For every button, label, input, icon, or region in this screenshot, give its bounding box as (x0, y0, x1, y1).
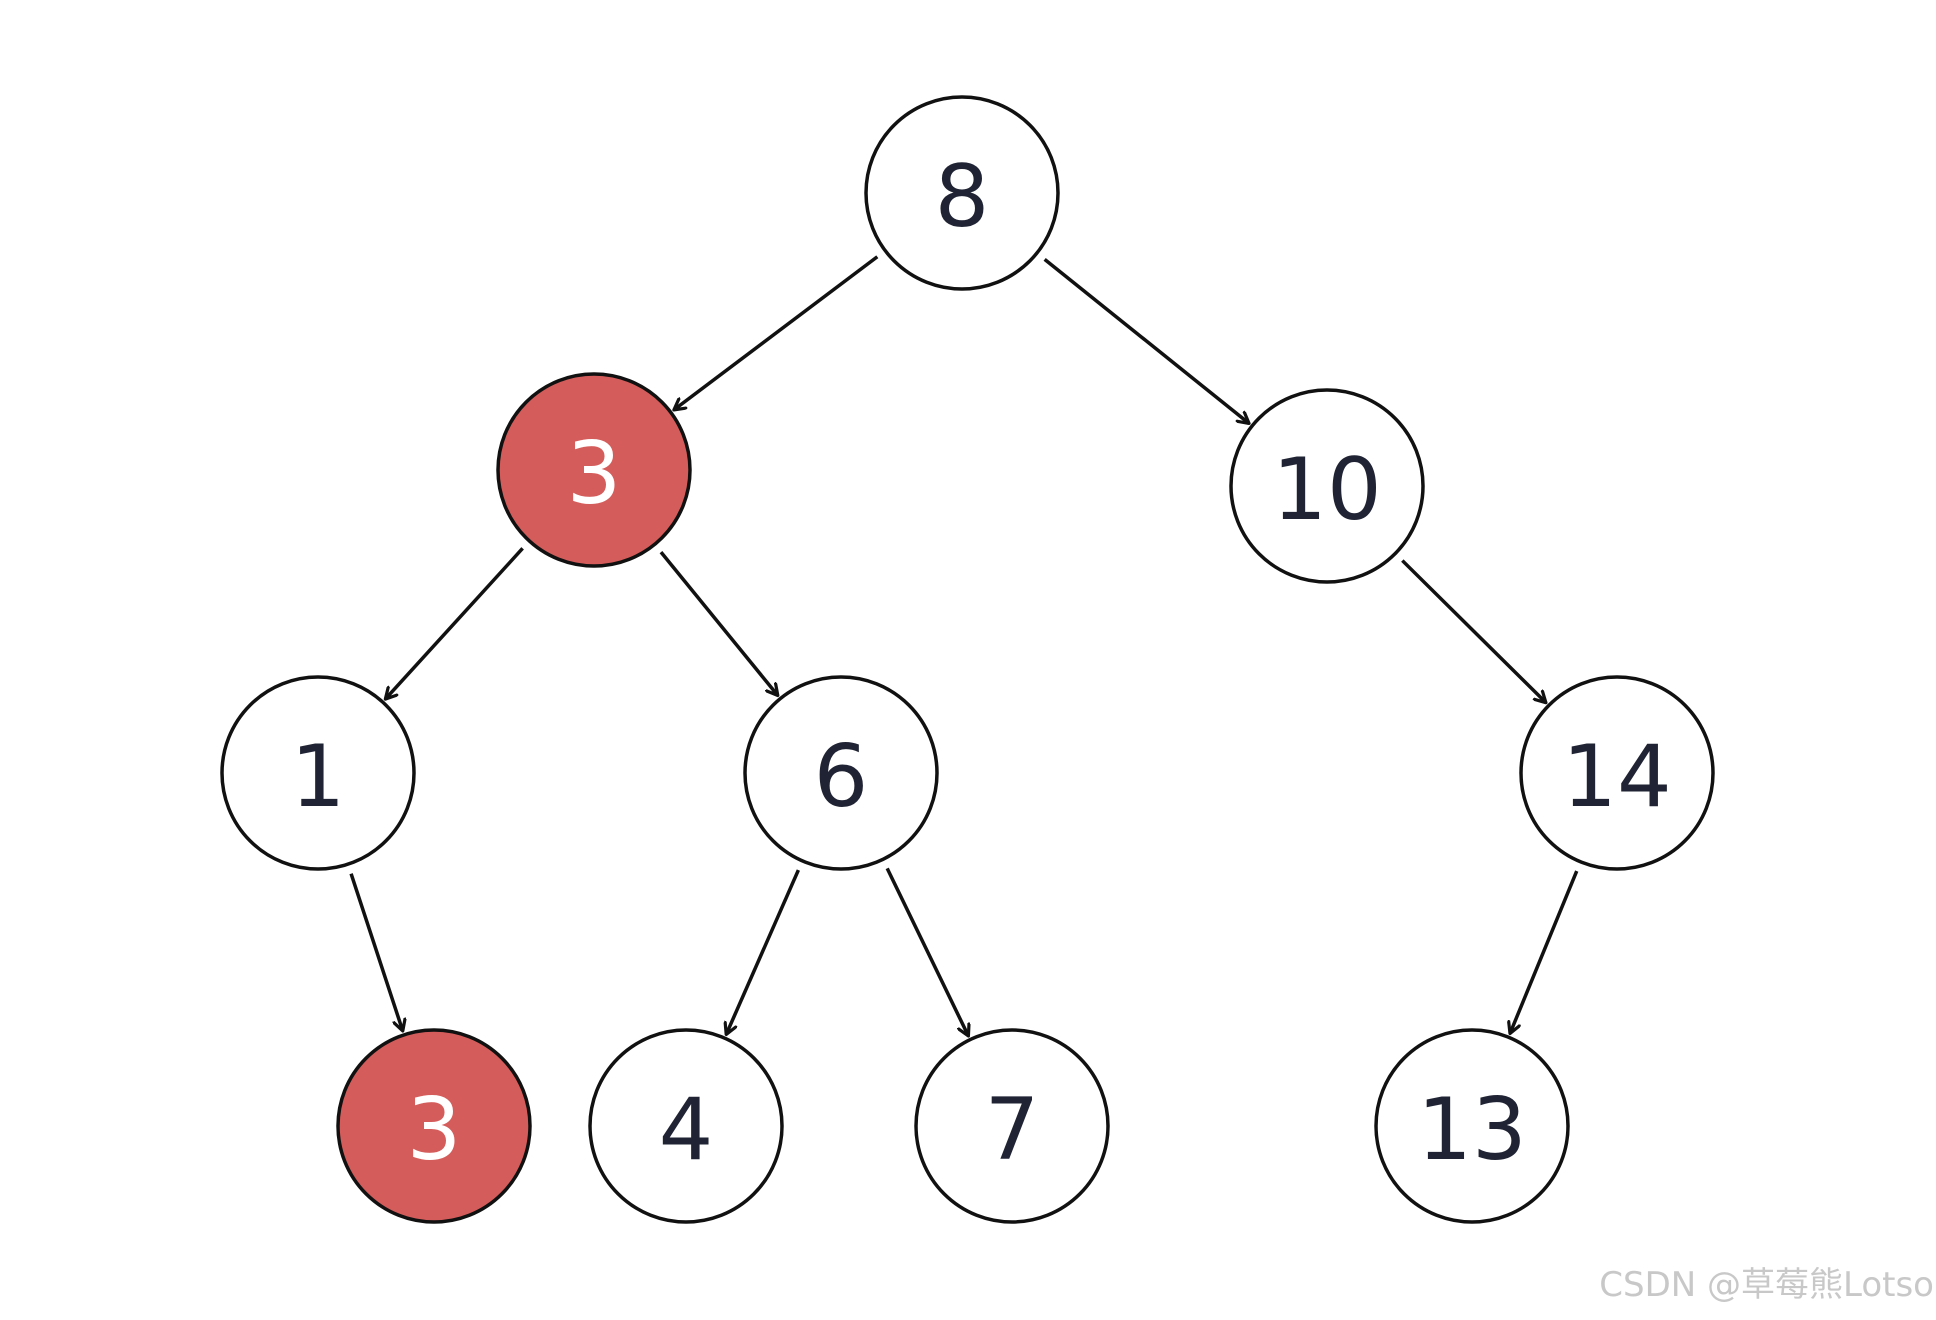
edges-layer (349, 255, 1579, 1036)
highlighted-node-circle (496, 372, 692, 568)
node-label: 14 (1562, 727, 1671, 827)
tree-node-n13: 13 (1374, 1028, 1570, 1224)
nodes-layer: 8 3 10 1 6 14 3 4 7 13 (220, 95, 1715, 1224)
edge-arrow-n8-to-n10 (1043, 257, 1249, 423)
edge-arrow-n1-to-n3b (349, 873, 403, 1031)
node-circle (1229, 388, 1425, 584)
node-label: 10 (1272, 440, 1381, 540)
tree-node-n3b: 3 (336, 1028, 532, 1224)
node-label: 3 (407, 1080, 462, 1180)
node-circle (864, 95, 1060, 291)
edge-arrow-n3a-to-n1 (385, 547, 524, 699)
node-label: 4 (659, 1080, 714, 1180)
node-label: 1 (291, 727, 346, 827)
node-circle (588, 1028, 784, 1224)
node-label: 6 (814, 727, 869, 827)
tree-node-n3a: 3 (496, 372, 692, 568)
node-circle (1519, 675, 1715, 871)
highlighted-node-circle (336, 1028, 532, 1224)
node-label: 8 (935, 147, 990, 247)
node-label: 3 (567, 424, 622, 524)
edge-arrow-n8-to-n3a (674, 255, 879, 410)
tree-node-n6: 6 (743, 675, 939, 871)
tree-node-n8: 8 (864, 95, 1060, 291)
node-circle (743, 675, 939, 871)
node-circle (1374, 1028, 1570, 1224)
node-circle (914, 1028, 1110, 1224)
tree-node-n4: 4 (588, 1028, 784, 1224)
edge-arrow-n3a-to-n6 (659, 551, 778, 695)
tree-node-n1: 1 (220, 675, 416, 871)
edge-arrow-n10-to-n14 (1401, 559, 1546, 703)
edge-arrow-n6-to-n7 (885, 867, 968, 1036)
node-circle (220, 675, 416, 871)
node-label: 13 (1417, 1080, 1526, 1180)
edge-arrow-n14-to-n13 (1510, 870, 1579, 1033)
edge-arrow-n6-to-n4 (726, 869, 800, 1034)
node-label: 7 (985, 1080, 1040, 1180)
tree-node-n10: 10 (1229, 388, 1425, 584)
watermark-text: CSDN @草莓熊Lotso (1599, 1265, 1934, 1305)
tree-node-n14: 14 (1519, 675, 1715, 871)
tree-node-n7: 7 (914, 1028, 1110, 1224)
